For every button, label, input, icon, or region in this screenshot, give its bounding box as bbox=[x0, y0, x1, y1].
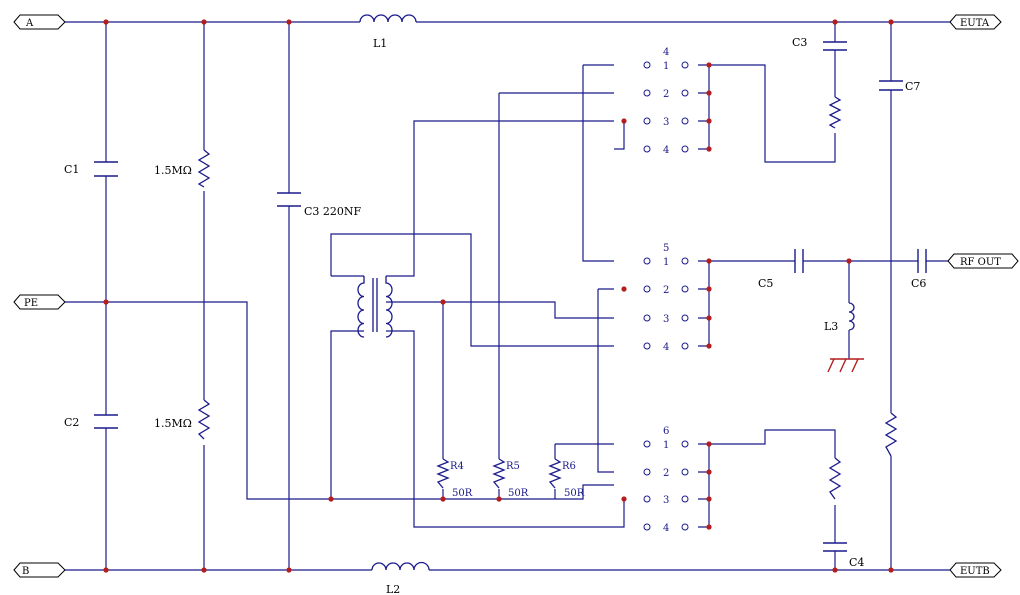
switch-4-position-4: 4 bbox=[663, 145, 669, 156]
r6-value: 50R bbox=[564, 488, 585, 499]
resistor-c3-branch-symbol bbox=[828, 96, 842, 129]
inductor-l2-symbol bbox=[371, 561, 430, 571]
capacitor-c3-symbol bbox=[823, 41, 847, 51]
switch-contacts bbox=[643, 61, 689, 531]
l2-label: L2 bbox=[386, 583, 400, 595]
c7-label: C7 bbox=[905, 80, 920, 93]
r5-label: R5 bbox=[506, 461, 520, 472]
switch-5-position-1: 1 bbox=[663, 257, 669, 268]
port-pe-label: PE bbox=[24, 298, 38, 309]
c6-label: C6 bbox=[911, 277, 926, 290]
c1-label: C1 bbox=[64, 163, 79, 176]
ground-icon bbox=[827, 358, 864, 373]
switch-6-position-1: 1 bbox=[663, 440, 669, 451]
transformer-symbol bbox=[352, 275, 398, 338]
port-pe: PE bbox=[13, 294, 66, 310]
resistor-eut-symbol bbox=[884, 412, 898, 457]
resistor-r5-symbol bbox=[492, 458, 506, 489]
switch-6-position-3: 3 bbox=[663, 495, 669, 506]
port-a: A bbox=[13, 14, 66, 30]
r4-value: 50R bbox=[452, 488, 473, 499]
port-b: B bbox=[13, 562, 66, 578]
junction-dots bbox=[103, 19, 894, 573]
capacitor-c7-symbol bbox=[879, 80, 903, 91]
capacitor-c2-symbol bbox=[94, 414, 118, 429]
switch-4-position-2: 2 bbox=[663, 89, 669, 100]
switch-4-position-1: 1 bbox=[663, 61, 669, 72]
c3-mains-label: C3 220NF bbox=[304, 205, 362, 218]
switch-5-number: 5 bbox=[663, 243, 669, 254]
inductor-l3-symbol bbox=[848, 302, 855, 331]
capacitor-c5-symbol bbox=[794, 249, 804, 273]
inductor-l1-symbol bbox=[359, 14, 417, 23]
port-euta-label: EUTA bbox=[960, 18, 990, 29]
switch-6-number: 6 bbox=[663, 426, 669, 437]
port-b-label: B bbox=[22, 566, 29, 577]
port-a-label: A bbox=[25, 18, 34, 29]
port-euta: EUTA bbox=[949, 14, 1002, 30]
bleed-resistor-top-label: 1.5MΩ bbox=[154, 164, 192, 177]
resistor-r4-symbol bbox=[436, 458, 450, 489]
port-rf-out: RF OUT bbox=[947, 253, 1019, 269]
switch-4-number: 4 bbox=[663, 47, 669, 58]
c4-label: C4 bbox=[849, 556, 864, 569]
c2-label: C2 bbox=[64, 416, 79, 429]
switch-6-position-4: 4 bbox=[663, 523, 669, 534]
port-eutb-label: EUTB bbox=[960, 566, 990, 577]
bleed-resistor-bottom-label: 1.5MΩ bbox=[154, 417, 192, 430]
capacitor-c1-symbol bbox=[94, 161, 118, 177]
r4-label: R4 bbox=[450, 461, 464, 472]
resistor-bleed-bottom-symbol bbox=[197, 399, 211, 440]
resistor-r6-symbol bbox=[548, 458, 562, 489]
r6-label: R6 bbox=[562, 461, 576, 472]
switch-5-position-2: 2 bbox=[663, 285, 669, 296]
port-rf-out-label: RF OUT bbox=[960, 257, 1001, 268]
capacitor-c3-220nf-symbol bbox=[277, 192, 301, 207]
l1-label: L1 bbox=[373, 37, 387, 50]
switch-6-position-2: 2 bbox=[663, 468, 669, 479]
switch-5-position-4: 4 bbox=[663, 342, 669, 353]
resistor-bleed-top-symbol bbox=[197, 149, 211, 188]
switch-4-position-3: 3 bbox=[663, 117, 669, 128]
capacitor-c4-symbol bbox=[823, 542, 847, 552]
switch-5-position-3: 3 bbox=[663, 314, 669, 325]
l3-label: L3 bbox=[824, 320, 838, 333]
resistor-c4-branch-symbol bbox=[828, 457, 842, 500]
c3-label: C3 bbox=[792, 36, 807, 49]
r5-value: 50R bbox=[508, 488, 529, 499]
c5-label: C5 bbox=[758, 277, 773, 290]
port-eutb: EUTB bbox=[949, 562, 1002, 578]
capacitor-c6-symbol bbox=[917, 249, 927, 273]
